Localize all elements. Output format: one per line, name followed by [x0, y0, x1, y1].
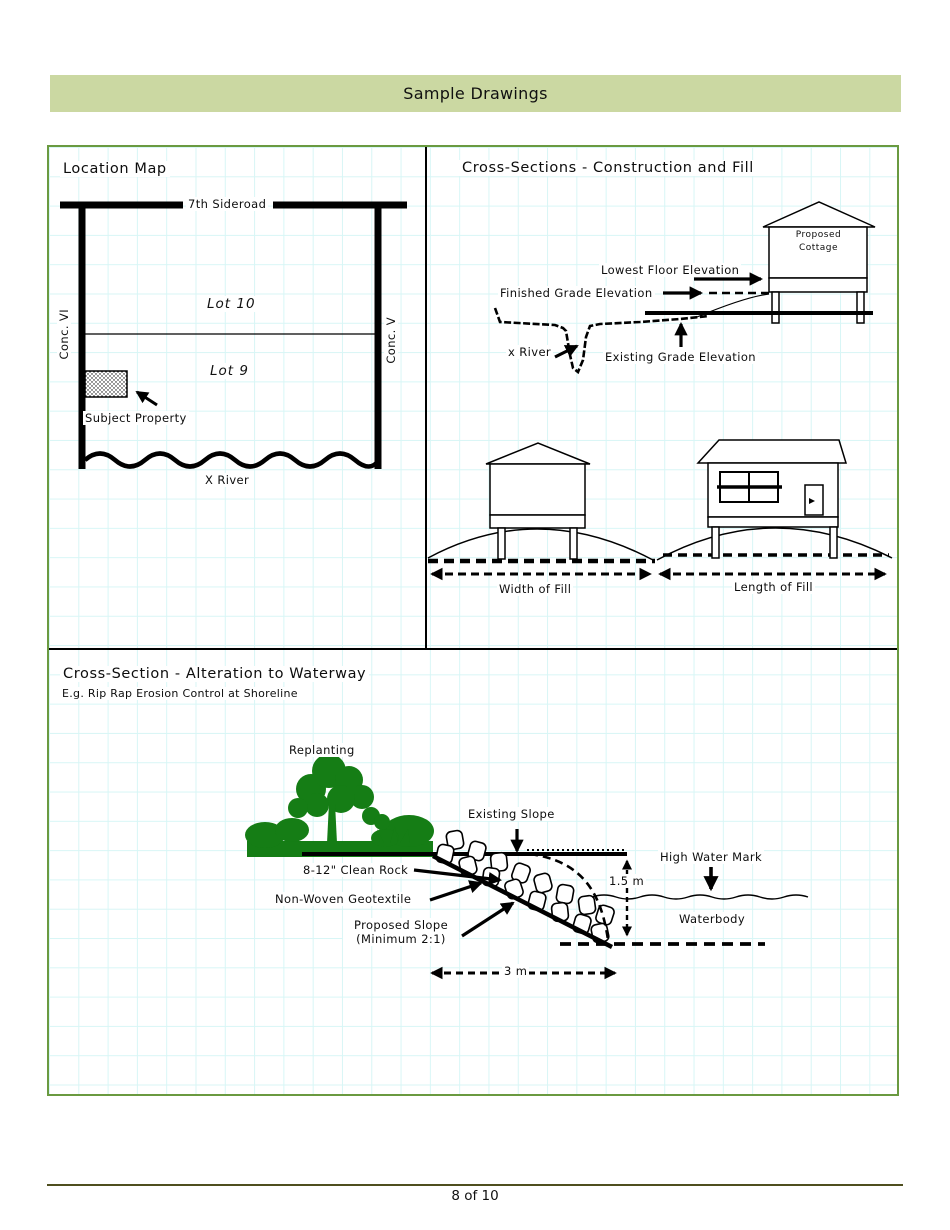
subject-property-label: Subject Property: [83, 411, 189, 425]
lowest-floor-label: Lowest Floor Elevation: [599, 263, 742, 277]
existing-slope-label: Existing Slope: [466, 807, 557, 821]
geotextile-label: Non-Woven Geotextile: [273, 892, 414, 906]
proposed-slope-label: Proposed Slope (Minimum 2:1): [343, 918, 459, 946]
waterbody-label: Waterbody: [677, 912, 748, 926]
concession-left-label: Conc. VI: [57, 307, 71, 362]
door-knob: [809, 498, 815, 504]
height-dimension-label: 1.5 m: [607, 874, 647, 888]
building-base-band: [489, 514, 586, 529]
building-post: [497, 527, 506, 560]
cottage-label-line2: Cottage: [798, 243, 839, 253]
x-river-label: X River: [203, 473, 252, 487]
proposed-slope-arrow: [461, 901, 515, 938]
waterway-drawing: [245, 754, 809, 980]
river-wave: [83, 451, 381, 469]
building-floor-band: [707, 516, 839, 528]
clean-rock-arrow: [413, 868, 503, 886]
width-dimension-label: 3 m: [502, 964, 530, 978]
fill-mound: [656, 527, 893, 561]
width-of-fill-label: Width of Fill: [497, 582, 574, 596]
cottage-post: [856, 291, 865, 324]
x-river-section-label: x River: [506, 345, 554, 359]
building-post: [711, 526, 720, 559]
road-label: 7th Sideroad: [186, 197, 269, 211]
concession-right-label: Conc. V: [384, 315, 398, 366]
waterway-subtitle: E.g. Rip Rap Erosion Control at Shorelin…: [60, 687, 300, 700]
proposed-slope-line: [431, 853, 614, 950]
location-map-drawing: [60, 201, 407, 469]
cottage-body: [768, 226, 868, 279]
fill-extent-drawing: [427, 439, 893, 581]
footer-rule: [47, 1184, 903, 1186]
fill-slope-curve: [696, 293, 770, 318]
cottage-roof: [762, 201, 876, 228]
finished-grade-label: Finished Grade Elevation: [498, 286, 655, 300]
proposed-cottage-label: Proposed Cottage: [770, 229, 867, 255]
building-post: [569, 527, 578, 560]
drawings-lineart: [49, 147, 897, 980]
high-water-mark-label: High Water Mark: [658, 850, 765, 864]
cottage-post: [771, 291, 780, 324]
x-river-arrow: [554, 344, 579, 359]
existing-grade-label: Existing Grade Elevation: [603, 350, 758, 364]
page-title: Sample Drawings: [50, 75, 901, 112]
lot10-label: Lot 10: [205, 296, 258, 312]
building-roof: [696, 439, 848, 464]
geotextile-arrow: [429, 880, 483, 902]
existing-grade-line: [493, 307, 710, 375]
proposed-slope-label-line1: Proposed Slope: [353, 918, 449, 932]
water-line: [591, 894, 809, 900]
construction-fill-title: Cross-Sections - Construction and Fill: [459, 160, 757, 176]
fill-mound: [427, 528, 654, 561]
clean-rock-label: 8-12" Clean Rock: [301, 863, 411, 877]
lot9-label: Lot 9: [208, 363, 251, 379]
building-post: [829, 526, 838, 559]
waterway-title: Cross-Section - Alteration to Waterway: [60, 666, 370, 682]
building-body: [489, 463, 586, 516]
subject-property-parcel: [84, 370, 128, 398]
building-door: [804, 484, 824, 516]
page-number: 8 of 10: [451, 1188, 499, 1204]
cottage-floor-band: [768, 277, 868, 293]
cottage-label-line1: Proposed: [795, 230, 842, 240]
replanting-vegetation: [245, 754, 434, 857]
subject-property-arrow: [135, 390, 158, 407]
building-roof: [485, 442, 591, 465]
location-map-title: Location Map: [60, 161, 170, 177]
existing-slope-curve: [529, 852, 610, 941]
panel-dividers: [49, 147, 897, 650]
construction-fill-drawing: [493, 201, 876, 375]
length-of-fill-label: Length of Fill: [732, 580, 816, 594]
replanting-label: Replanting: [287, 743, 357, 757]
drawings-panel: Location Map 7th Sideroad Lot 10 Lot 9 C…: [47, 145, 899, 1096]
proposed-slope-label-line2: (Minimum 2:1): [356, 932, 446, 946]
